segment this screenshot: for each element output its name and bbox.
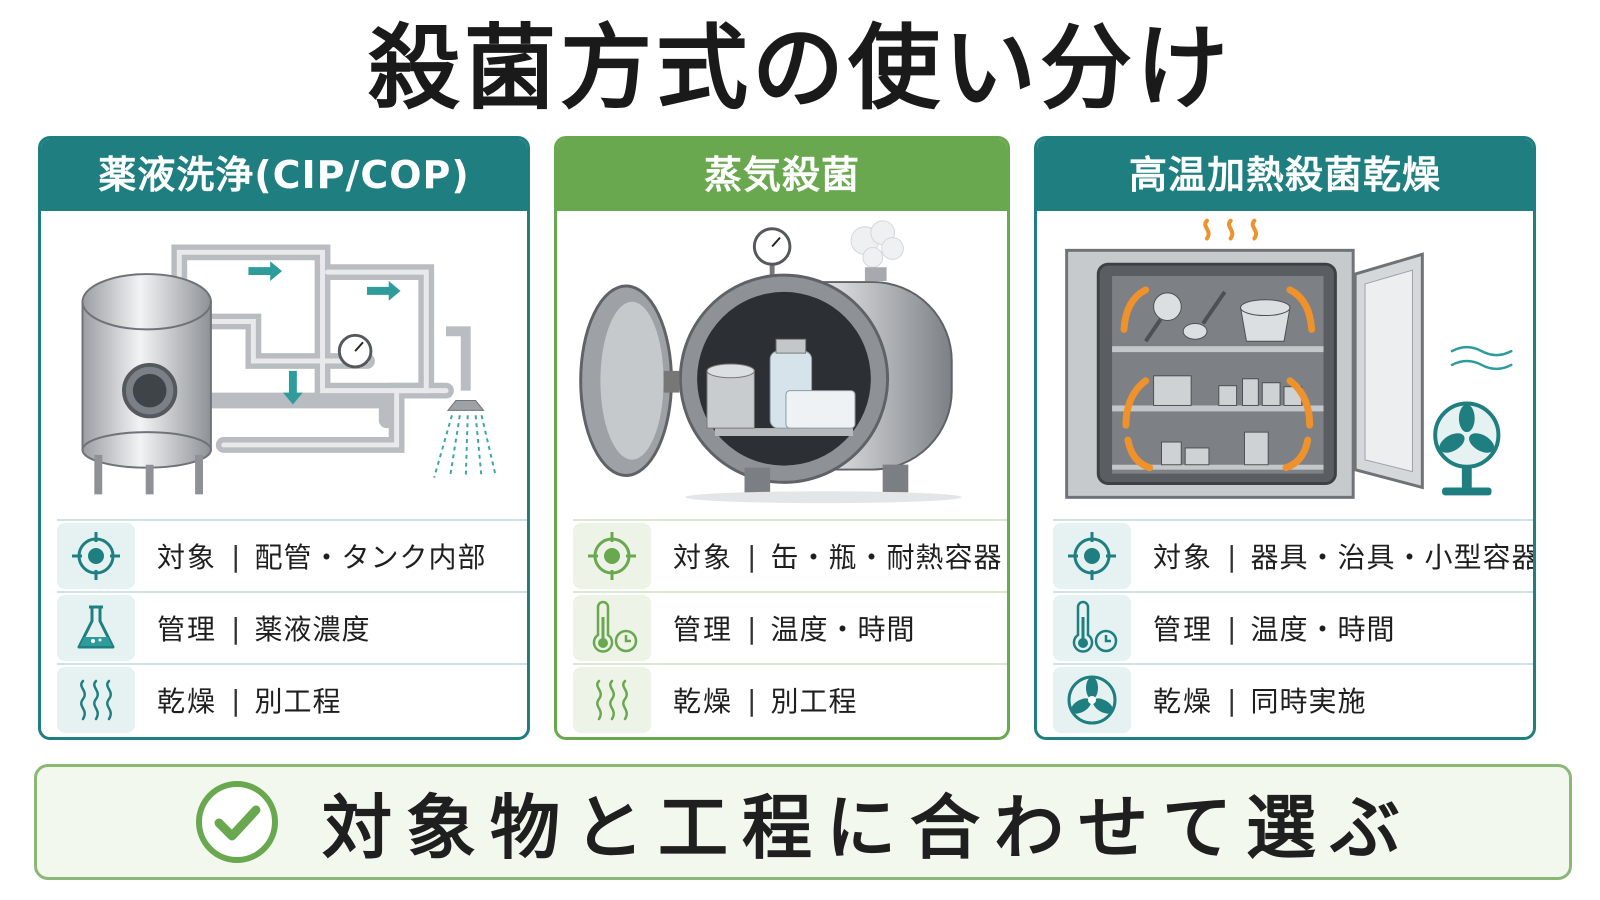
heat-waves-icon bbox=[57, 667, 135, 733]
heat-waves-icon bbox=[573, 667, 651, 733]
detail-label: 管理 bbox=[673, 613, 734, 646]
panel-steam-sterilization: 蒸気殺菌 bbox=[554, 136, 1010, 740]
detail-label: 対象 bbox=[673, 541, 734, 574]
detail-value: 缶・瓶・耐熱容器 bbox=[770, 541, 1003, 574]
panel-details: 対象 | 配管・タンク内部 管理 | 薬液濃度 乾燥 | 別工程 bbox=[57, 519, 527, 735]
panel-details: 対象 | 缶・瓶・耐熱容器 管理 | 温度・時間 乾燥 | 別工程 bbox=[573, 519, 1007, 735]
detail-separator: | bbox=[1227, 683, 1237, 717]
drying-oven-illustration bbox=[1065, 218, 1513, 499]
detail-row-drying: 乾燥 | 別工程 bbox=[57, 663, 527, 735]
detail-value: 別工程 bbox=[770, 685, 858, 718]
detail-separator: | bbox=[747, 539, 757, 573]
target-icon bbox=[573, 523, 651, 589]
detail-label: 乾燥 bbox=[1153, 685, 1214, 718]
detail-row-drying: 乾燥 | 同時実施 bbox=[1053, 663, 1533, 735]
detail-value: 温度・時間 bbox=[1250, 613, 1396, 646]
detail-label: 対象 bbox=[1153, 541, 1214, 574]
detail-separator: | bbox=[231, 683, 241, 717]
detail-label: 乾燥 bbox=[157, 685, 218, 718]
detail-separator: | bbox=[1227, 611, 1237, 645]
cip-tank-pipes-illustration bbox=[81, 244, 497, 495]
detail-separator: | bbox=[231, 611, 241, 645]
autoclave-illustration bbox=[579, 220, 962, 504]
detail-row-target: 対象 | 配管・タンク内部 bbox=[57, 519, 527, 591]
target-icon bbox=[57, 523, 135, 589]
detail-label: 対象 bbox=[157, 541, 218, 574]
detail-row-drying: 乾燥 | 別工程 bbox=[573, 663, 1007, 735]
panel-details: 対象 | 器具・治具・小型容器・手指 管理 | 温度・時間 乾燥 | 同時実施 bbox=[1053, 519, 1533, 735]
detail-value: 温度・時間 bbox=[770, 613, 916, 646]
detail-row-management: 管理 | 温度・時間 bbox=[573, 591, 1007, 663]
detail-row-target: 対象 | 缶・瓶・耐熱容器 bbox=[573, 519, 1007, 591]
detail-value: 配管・タンク内部 bbox=[254, 541, 487, 574]
detail-separator: | bbox=[1227, 539, 1237, 573]
conclusion-text: 対象物と工程に合わせて選ぶ bbox=[322, 786, 1414, 869]
detail-label: 管理 bbox=[157, 613, 218, 646]
fan-icon bbox=[1053, 667, 1131, 733]
target-icon bbox=[1053, 523, 1131, 589]
conclusion-banner: 対象物と工程に合わせて選ぶ bbox=[34, 764, 1572, 880]
detail-row-management: 管理 | 温度・時間 bbox=[1053, 591, 1533, 663]
page-title: 殺菌方式の使い分け bbox=[367, 15, 1232, 122]
detail-separator: | bbox=[747, 683, 757, 717]
detail-label: 乾燥 bbox=[673, 685, 734, 718]
detail-separator: | bbox=[231, 539, 241, 573]
detail-separator: | bbox=[747, 611, 757, 645]
panel-chemical-cleaning: 薬液洗浄(CIP/COP) bbox=[38, 136, 530, 740]
detail-value: 器具・治具・小型容器・手指 bbox=[1250, 541, 1533, 574]
panel-heading: 薬液洗浄(CIP/COP) bbox=[41, 139, 527, 211]
detail-row-management: 管理 | 薬液濃度 bbox=[57, 591, 527, 663]
detail-label: 管理 bbox=[1153, 613, 1214, 646]
panel-high-temperature-drying: 高温加熱殺菌乾燥 bbox=[1034, 136, 1536, 740]
detail-value: 別工程 bbox=[254, 685, 342, 718]
panel-heading: 高温加熱殺菌乾燥 bbox=[1037, 139, 1533, 211]
detail-row-target: 対象 | 器具・治具・小型容器・手指 bbox=[1053, 519, 1533, 591]
check-circle-icon bbox=[196, 781, 278, 863]
thermometer-clock-icon bbox=[1053, 595, 1131, 661]
panel-heading: 蒸気殺菌 bbox=[557, 139, 1007, 211]
detail-value: 薬液濃度 bbox=[254, 613, 371, 646]
flask-icon bbox=[57, 595, 135, 661]
thermometer-clock-icon bbox=[573, 595, 651, 661]
detail-value: 同時実施 bbox=[1250, 685, 1367, 718]
